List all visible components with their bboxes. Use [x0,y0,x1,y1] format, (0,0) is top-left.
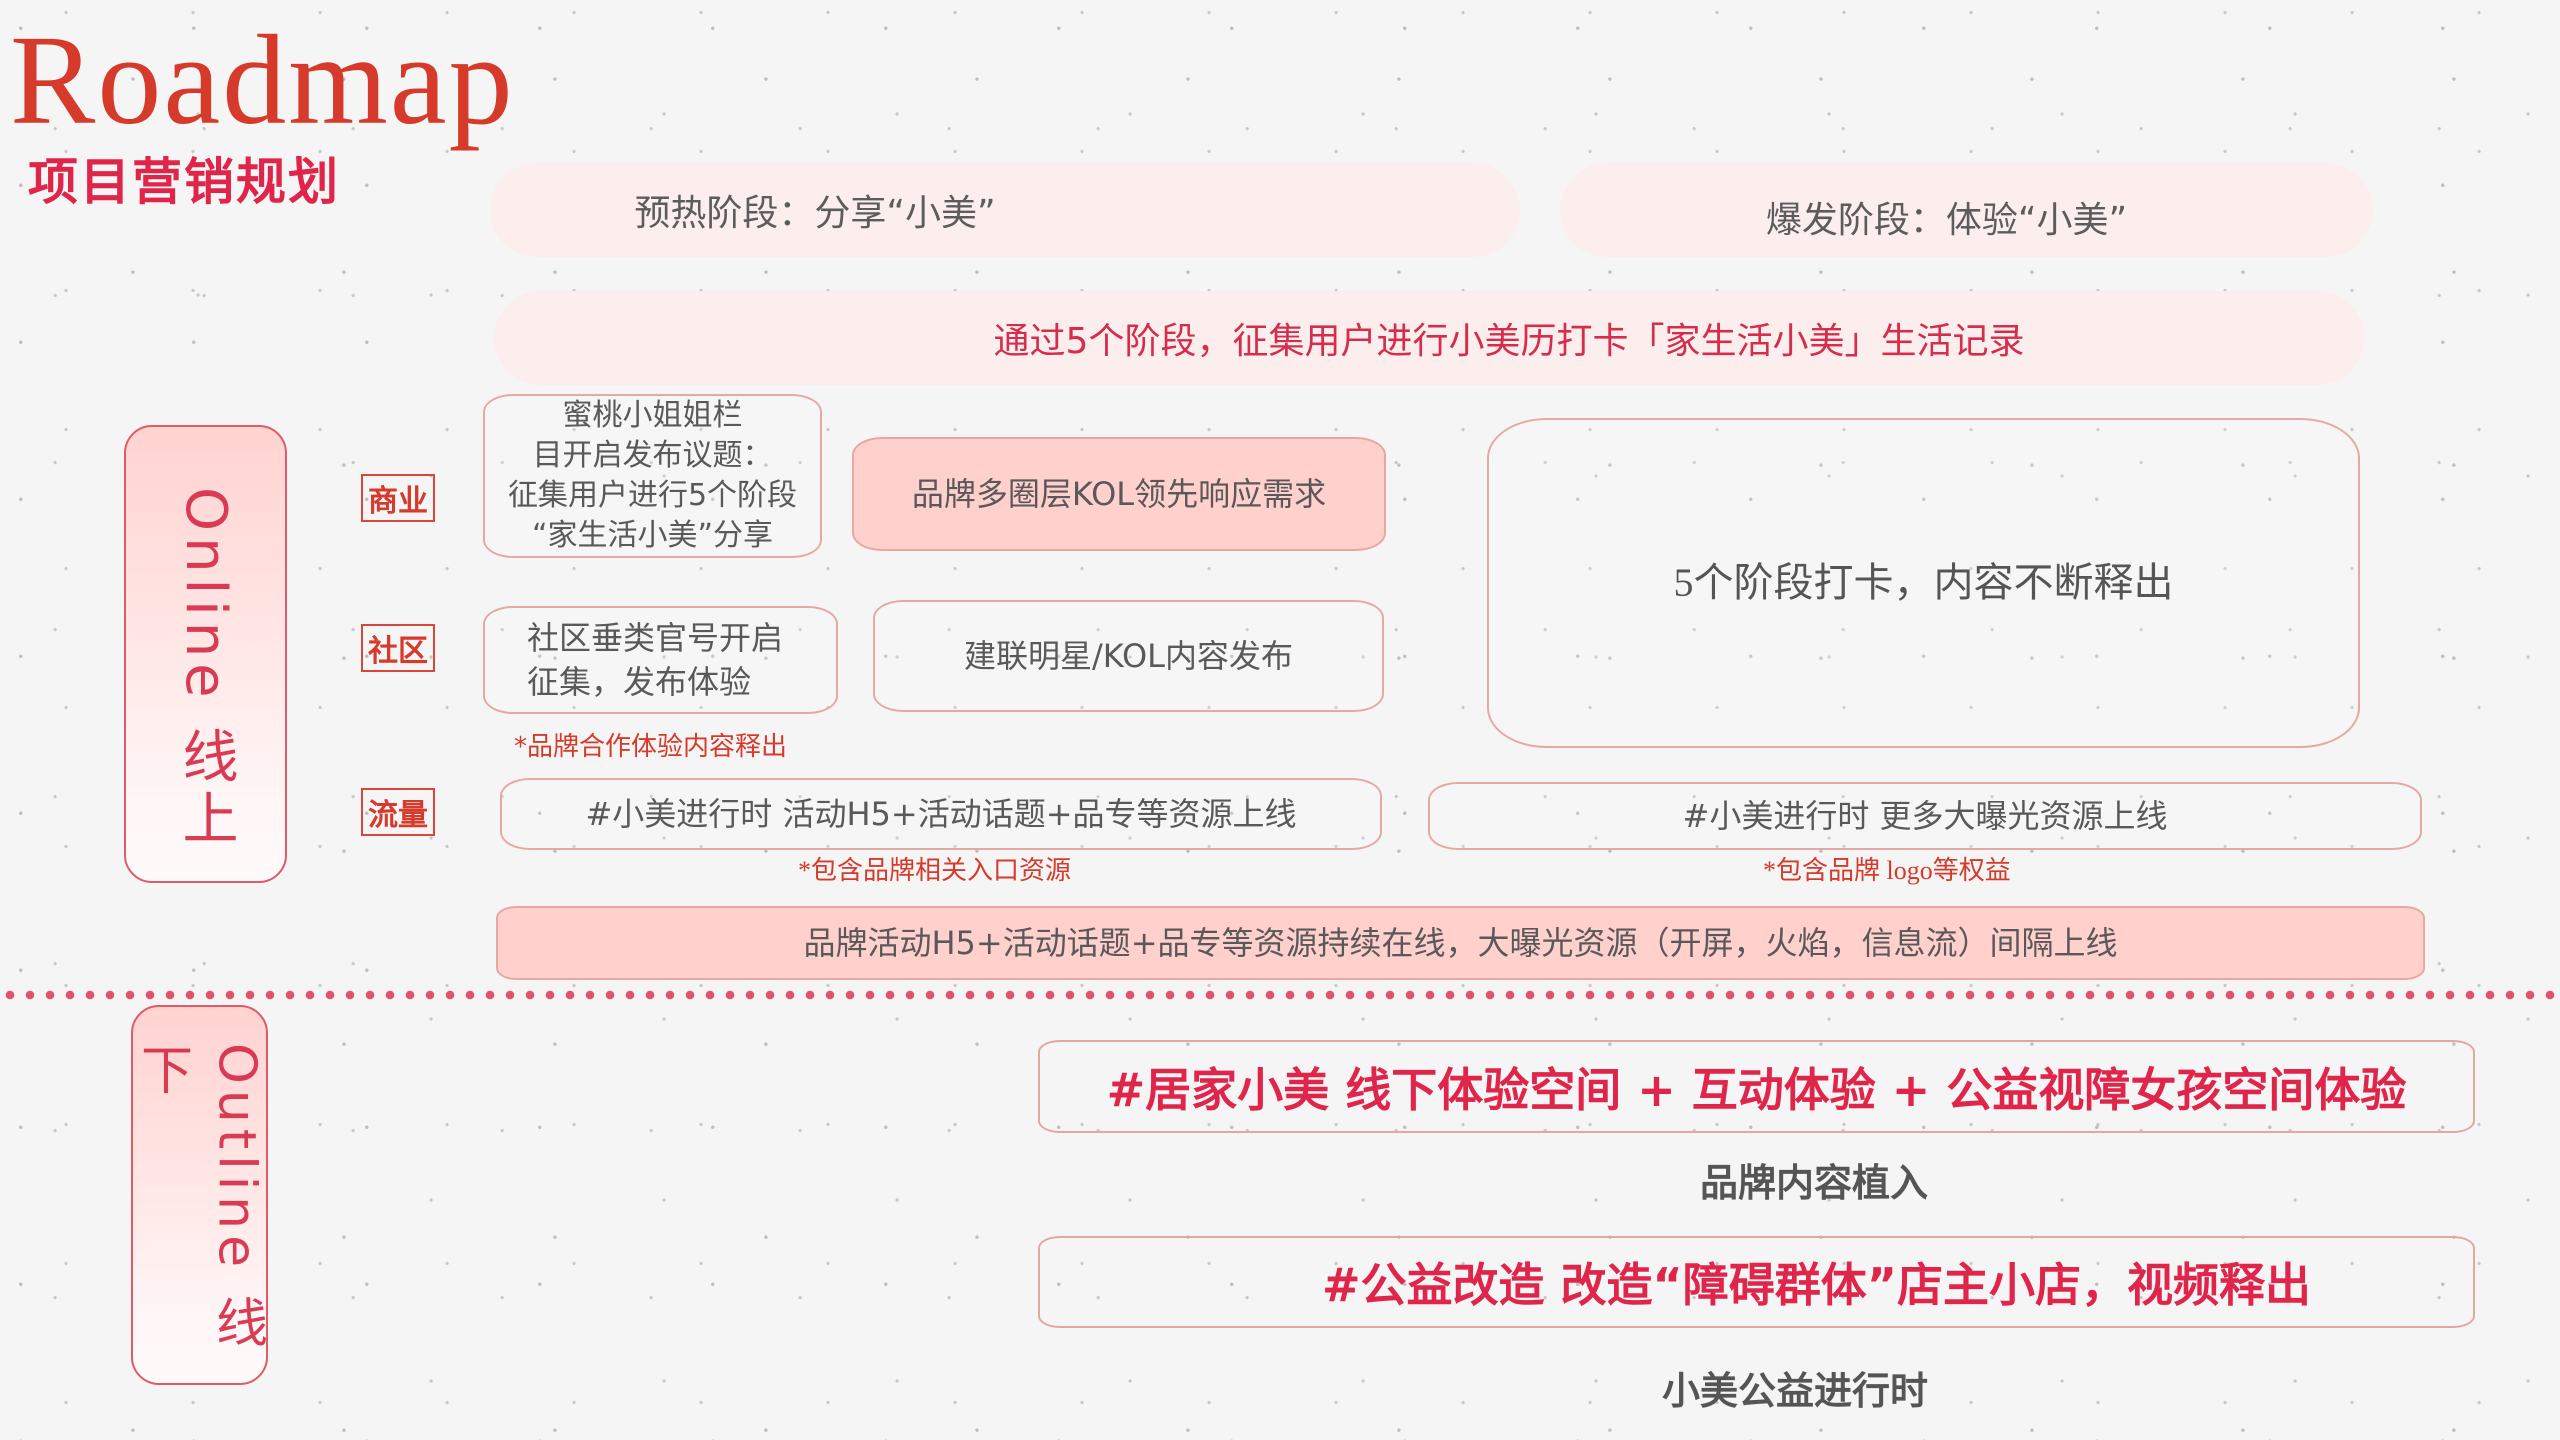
stage-warmup-label: 预热阶段：分享“小美” [634,193,996,234]
stage-summary-pill: 通过5个阶段，征集用户进行小美历打卡「家生活小美」生活记录 [494,291,2364,385]
stage-burst-pill: 爆发阶段：体验“小美” [1560,163,2373,257]
box-traffic-row1-text: #小美进行时 活动H5+活动话题+品专等资源上线 [585,795,1297,833]
tag-traffic: 流量 [361,788,435,836]
box-peach-column-text: 蜜桃小姐姐栏 目开启发布议题： 征集用户进行5个阶段 “家生活小美”分享 [507,398,798,553]
box-community-official-text: 社区垂类官号开启 征集，发布体验 [527,619,784,701]
offline-caption-2: 小美公益进行时 [1662,1369,1929,1413]
box-five-stage-text: 5个阶段打卡，内容不断释出 [1673,560,2174,605]
offline-box-home-experience: #居家小美 线下体验空间 + 互动体验 + 公益视障女孩空间体验 [1038,1040,2475,1133]
box-kol-lead: 品牌多圈层KOL领先响应需求 [852,437,1386,551]
box-kol-lead-text: 品牌多圈层KOL领先响应需求 [911,475,1327,513]
online-side-label: Online 线上 [124,425,287,883]
box-kol-publish-text: 建联明星/KOL内容发布 [963,637,1294,675]
stage-summary-label: 通过5个阶段，征集用户进行小美历打卡「家生活小美」生活记录 [993,321,2025,362]
box-five-stage: 5个阶段打卡，内容不断释出 [1487,418,2360,748]
box-traffic-row2: #小美进行时 更多大曝光资源上线 [1428,782,2422,850]
box-kol-publish: 建联明星/KOL内容发布 [873,600,1384,712]
page-subtitle-cn: 项目营销规划 [28,153,340,211]
offline-box-charity-renovation: #公益改造 改造“障碍群体”店主小店，视频释出 [1038,1236,2475,1328]
box-traffic-long: 品牌活动H5+活动话题+品专等资源持续在线，大曝光资源（开屏，火焰，信息流）间隔… [496,906,2425,980]
note-logo-rights: *包含品牌 logo等权益 [1763,856,2011,885]
offline-caption-1: 品牌内容植入 [1700,1161,1929,1205]
offline-side-text: Outline 线下 [131,1043,267,1354]
offline-headline-1: #居家小美 线下体验空间 + 互动体验 + 公益视障女孩空间体验 [1106,1062,2407,1117]
online-offline-divider [0,990,2560,1000]
note-brand-coop: *品牌合作体验内容释出 [514,732,788,762]
offline-side-label: Outline 线下 [131,1005,268,1385]
note-entry-resources: *包含品牌相关入口资源 [798,856,1072,885]
box-community-official: 社区垂类官号开启 征集，发布体验 [483,606,838,714]
page-title-en: Roadmap [10,9,515,151]
box-traffic-row1: #小美进行时 活动H5+活动话题+品专等资源上线 [500,778,1382,850]
box-peach-column: 蜜桃小姐姐栏 目开启发布议题： 征集用户进行5个阶段 “家生活小美”分享 [483,394,822,558]
box-traffic-long-text: 品牌活动H5+活动话题+品专等资源持续在线，大曝光资源（开屏，火焰，信息流）间隔… [803,924,2118,962]
tag-community: 社区 [361,624,435,672]
online-side-text: Online 线上 [173,487,238,852]
stage-warmup-pill: 预热阶段：分享“小美” [490,163,1520,257]
offline-headline-2: #公益改造 改造“障碍群体”店主小店，视频释出 [1321,1258,2312,1312]
tag-business: 商业 [361,474,435,522]
box-traffic-row2-text: #小美进行时 更多大曝光资源上线 [1682,797,2168,835]
stage-burst-label: 爆发阶段：体验“小美” [1765,200,2128,241]
